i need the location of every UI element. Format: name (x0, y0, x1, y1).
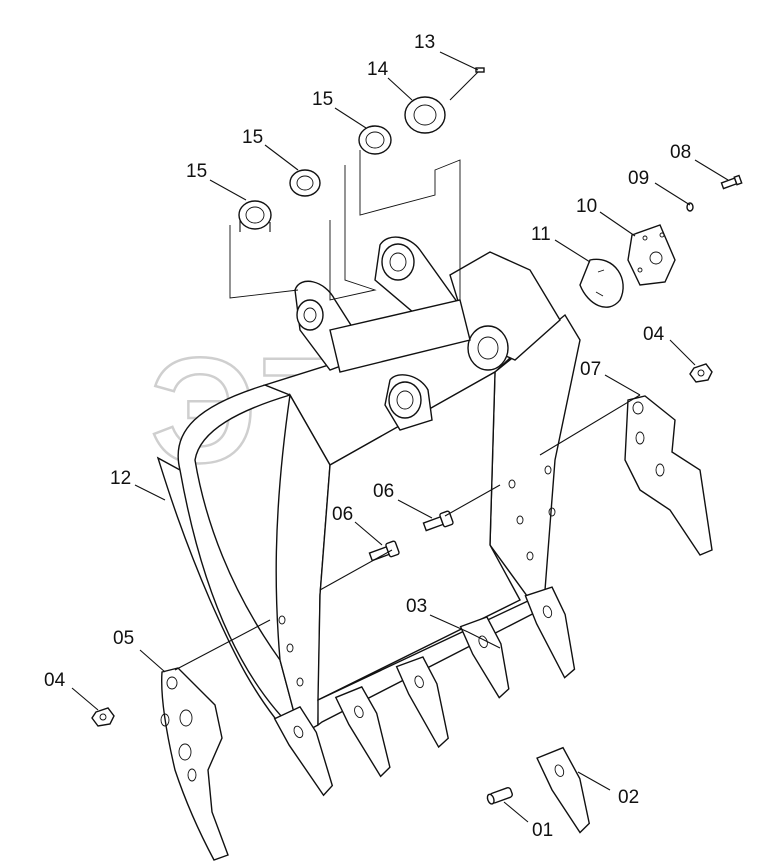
callout-01: 01 (532, 820, 553, 841)
callout-05: 05 (113, 628, 134, 649)
callout-12: 12 (110, 468, 131, 489)
bushing-14 (404, 96, 446, 134)
callout-03: 03 (406, 596, 427, 617)
bushing-15-b (289, 169, 321, 197)
callout-09: 09 (628, 168, 649, 189)
callout-04-left: 04 (44, 670, 66, 691)
pin-hardware (238, 67, 743, 308)
callout-07: 07 (580, 359, 601, 380)
bolt-lower (368, 540, 400, 562)
bolt-08 (720, 174, 743, 190)
side-cutter-left (160, 667, 229, 861)
callout-08: 08 (670, 142, 691, 163)
callout-labels: 13 14 15 15 15 08 09 10 11 04 07 12 06 0… (44, 32, 691, 841)
side-cutter-right (624, 395, 713, 556)
grease-nipple-13 (475, 67, 485, 73)
nuts-and-bolts (91, 363, 713, 727)
callout-15-c: 15 (312, 89, 333, 110)
callout-14: 14 (367, 59, 389, 80)
nut-left (91, 707, 115, 727)
callout-15-b: 15 (242, 127, 263, 148)
bucket-teeth (273, 586, 591, 834)
callout-06-lower: 06 (332, 504, 353, 525)
callout-11: 11 (531, 224, 551, 245)
bushing-15-a (238, 200, 272, 232)
callout-10: 10 (576, 196, 597, 217)
bolt-upper (422, 510, 454, 532)
washer-09 (686, 202, 694, 212)
linkage-brackets (294, 236, 561, 431)
nut-right (689, 363, 713, 383)
callout-06-upper: 06 (373, 481, 394, 502)
callout-15-a: 15 (186, 161, 207, 182)
retainer-plate-10 (627, 224, 676, 286)
callout-04-right: 04 (643, 324, 665, 345)
callout-02: 02 (618, 787, 639, 808)
bushing-15-c (358, 125, 392, 155)
leader-lines (71, 51, 729, 823)
shim-11 (579, 258, 624, 308)
callout-13: 13 (414, 32, 435, 53)
